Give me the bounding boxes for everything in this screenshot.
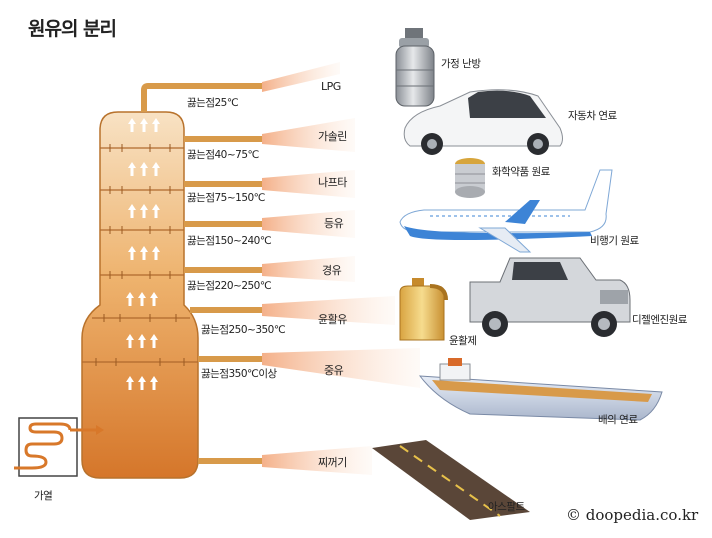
boiling-point-label: 끓는점150~240℃ — [187, 233, 271, 248]
boiling-point-label: 끓는점350℃이상 — [201, 366, 277, 381]
fraction-name: 윤활유 — [318, 311, 347, 327]
product-use-label: 가정 난방 — [441, 56, 480, 71]
credit-text: © doopedia.co.kr — [566, 506, 698, 524]
fraction-name: 찌꺼기 — [318, 454, 347, 470]
fraction-name: LPG — [321, 80, 341, 93]
gas-tank-icon — [396, 28, 434, 106]
boiling-point-label: 끓는점220~250℃ — [187, 278, 271, 293]
product-use-label: 비행기 원료 — [590, 233, 639, 248]
product-use-label: 자동차 연료 — [568, 108, 617, 123]
lubricant-jug-icon — [400, 278, 446, 340]
product-use-label: 아스팔트 — [488, 499, 525, 514]
product-use-label: 디젤엔진원료 — [632, 312, 687, 327]
fraction-name: 나프타 — [318, 174, 347, 190]
product-use-label: 윤활제 — [449, 333, 476, 348]
ship-icon — [420, 358, 662, 420]
product-use-label: 배의 연료 — [598, 412, 637, 427]
boiling-point-label: 끓는점25℃ — [187, 95, 238, 110]
product-use-label: 화학약품 원료 — [492, 164, 550, 179]
fraction-name: 가솔린 — [318, 128, 347, 144]
pickup-truck-icon — [470, 258, 630, 337]
airplane-icon — [400, 170, 612, 252]
heater-label: 가열 — [34, 488, 52, 503]
chemical-drum-icon — [455, 158, 485, 198]
fraction-name: 등유 — [324, 215, 343, 231]
fraction-name: 경유 — [322, 262, 341, 278]
fraction-name: 중유 — [324, 362, 343, 378]
boiling-point-label: 끓는점75~150℃ — [187, 190, 265, 205]
boiling-point-label: 끓는점250~350℃ — [201, 322, 285, 337]
boiling-point-label: 끓는점40~75℃ — [187, 147, 259, 162]
